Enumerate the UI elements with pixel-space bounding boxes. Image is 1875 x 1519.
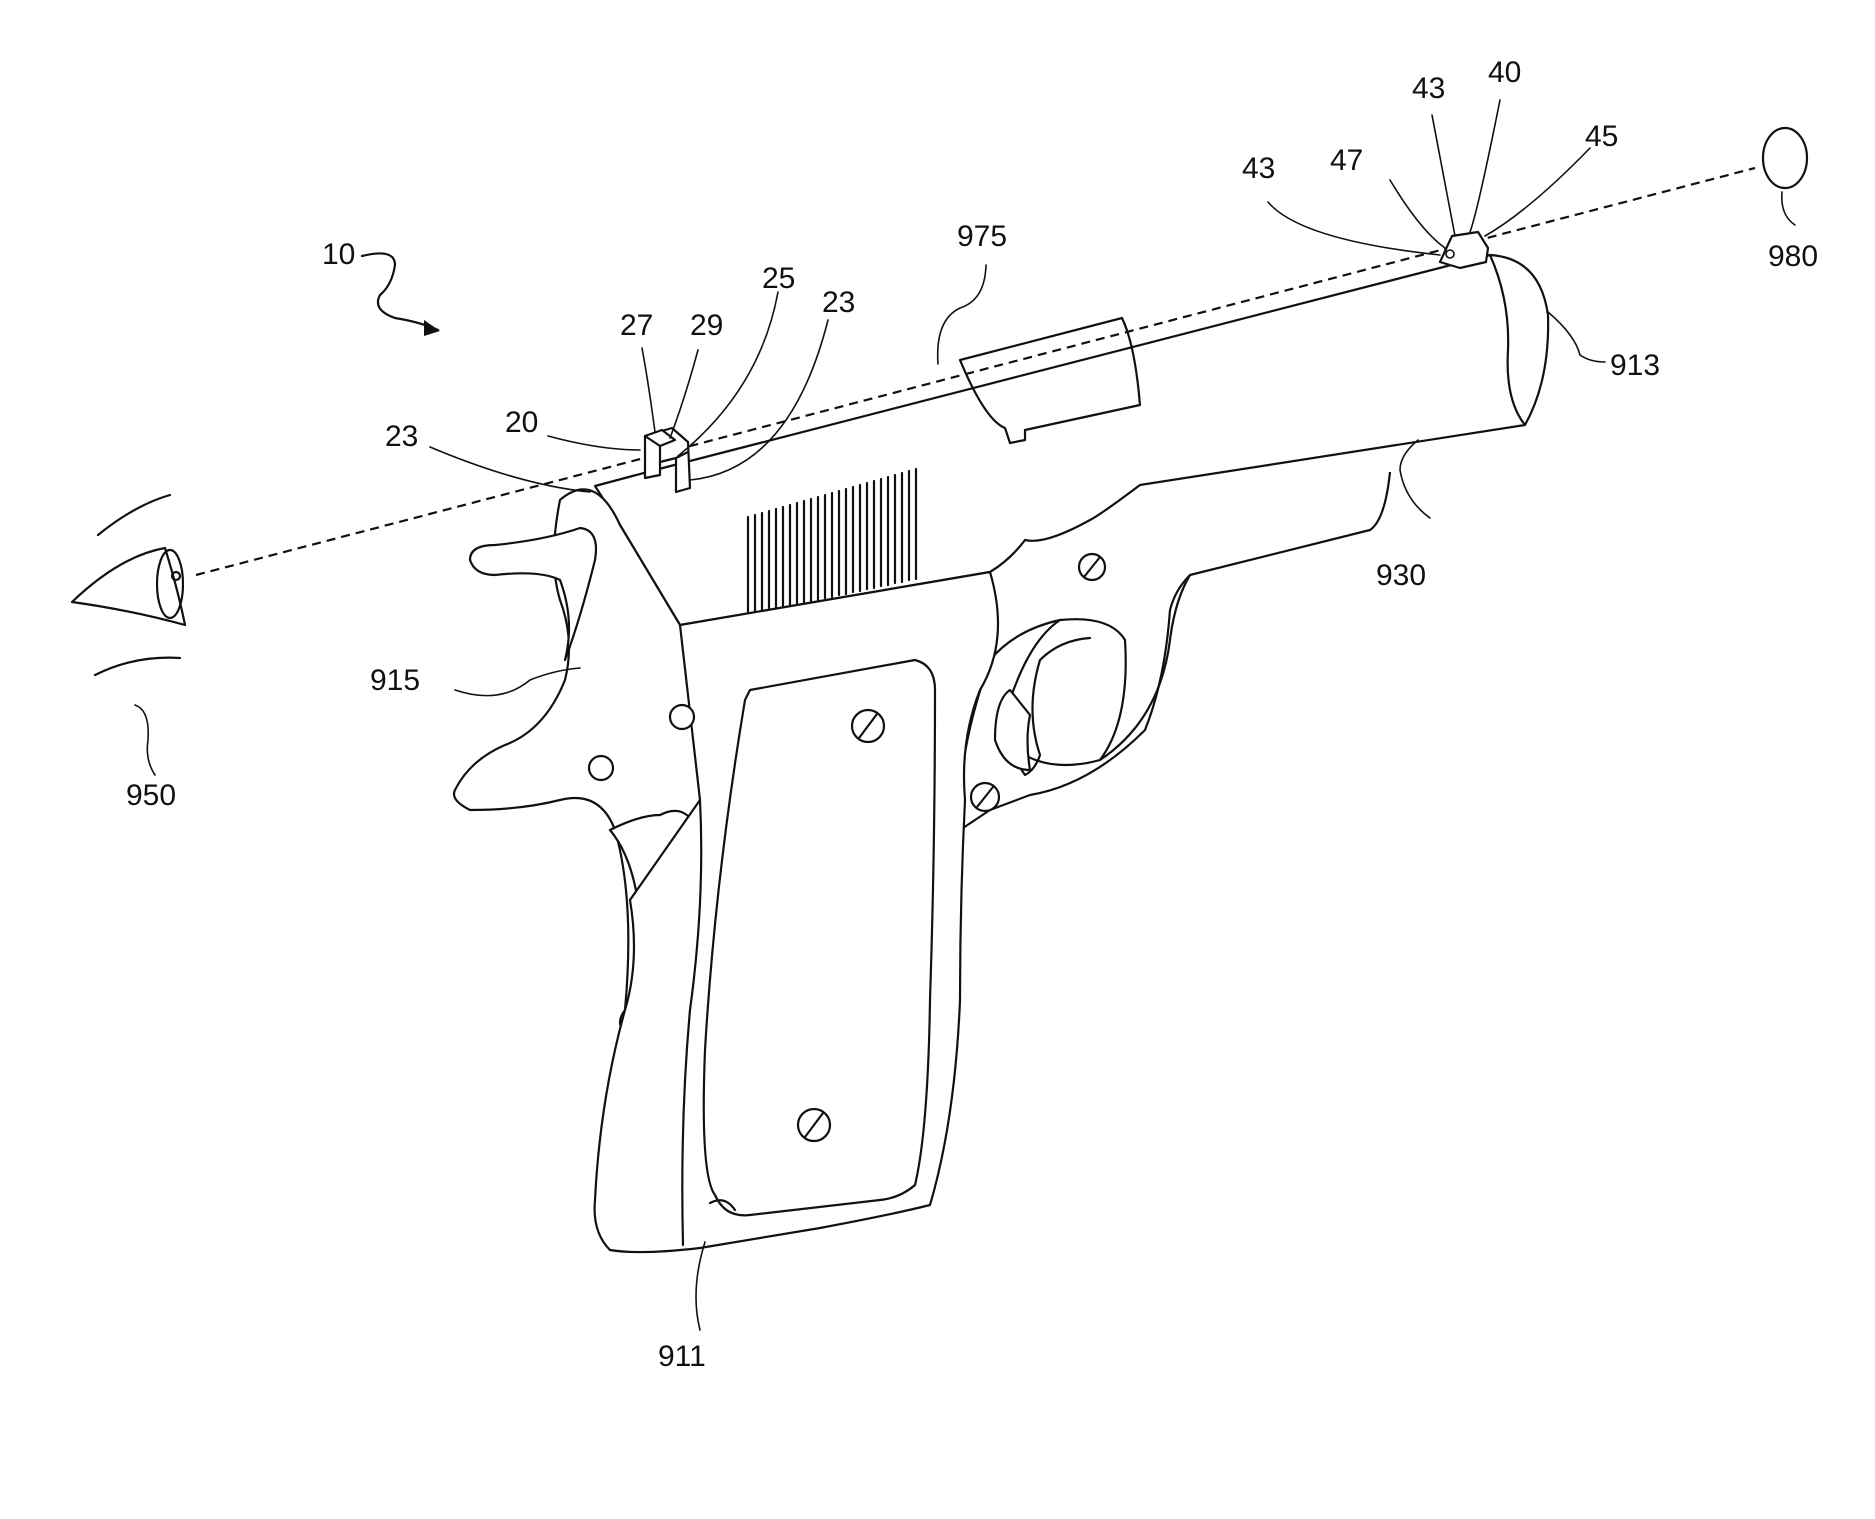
frame-screw-right <box>971 783 999 811</box>
label-915: 915 <box>370 664 420 697</box>
label-23-right: 23 <box>822 286 855 319</box>
pistol-body <box>454 255 1548 1252</box>
label-43-left: 43 <box>1242 152 1275 185</box>
target-icon <box>1763 128 1807 188</box>
label-29: 29 <box>690 309 723 342</box>
label-930: 930 <box>1376 559 1426 592</box>
slide-stop-screw <box>1079 554 1105 580</box>
frame-pin-lower <box>589 756 613 780</box>
label-47: 47 <box>1330 144 1363 177</box>
label-23-left: 23 <box>385 420 418 453</box>
label-980: 980 <box>1768 240 1818 273</box>
label-43-top: 43 <box>1412 72 1445 105</box>
frame-pin-upper <box>670 705 694 729</box>
label-25: 25 <box>762 262 795 295</box>
label-911: 911 <box>658 1340 706 1373</box>
front-sight <box>1440 232 1488 268</box>
label-20: 20 <box>505 406 538 439</box>
label-40: 40 <box>1488 56 1521 89</box>
label-975: 975 <box>957 220 1007 253</box>
label-27: 27 <box>620 309 653 342</box>
label-10: 10 <box>322 238 355 271</box>
label-950: 950 <box>126 779 176 812</box>
grip-screw-bottom <box>798 1109 830 1141</box>
grip-screw-top <box>852 710 884 742</box>
eye-icon <box>72 495 185 675</box>
label-45: 45 <box>1585 120 1618 153</box>
label-913: 913 <box>1610 349 1660 382</box>
